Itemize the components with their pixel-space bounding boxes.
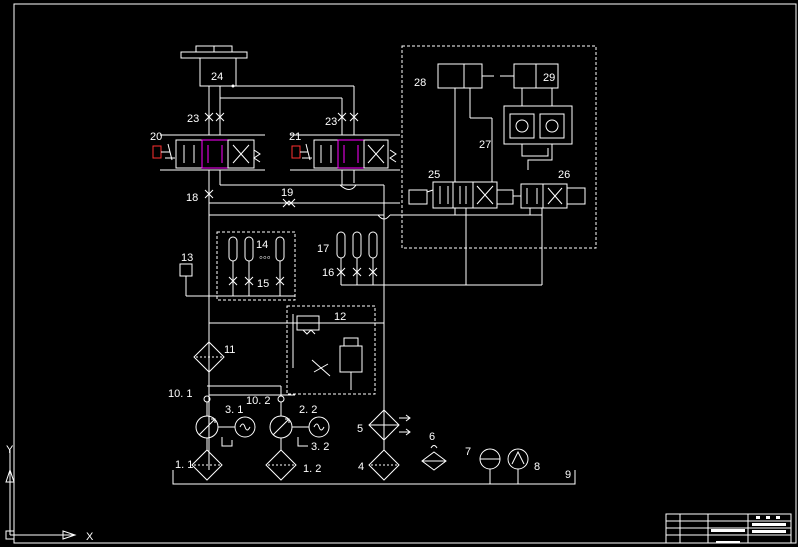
reservoir-9 xyxy=(172,470,576,485)
directional-valve-21 xyxy=(290,134,400,171)
label-3-1: 3. 1 xyxy=(225,404,243,416)
level-gauge-7 xyxy=(479,448,501,484)
label-3-2: 3. 2 xyxy=(311,441,329,453)
label-21: 21 xyxy=(289,131,301,143)
cylinder-28 xyxy=(437,63,494,89)
drawing-border xyxy=(13,3,797,544)
label-28: 28 xyxy=(414,77,426,89)
title-block xyxy=(665,513,792,544)
label-23-left: 23 xyxy=(187,113,199,125)
valve-19 xyxy=(282,198,296,208)
label-2-2: 2. 2 xyxy=(299,404,317,416)
directional-valve-20 xyxy=(152,134,265,171)
label-11: 11 xyxy=(224,344,235,356)
relief-valve-box-12 xyxy=(286,305,376,395)
label-14-dots: ◦◦◦ xyxy=(259,252,271,264)
cooler-5 xyxy=(368,409,411,441)
ucs-y-label: Y xyxy=(6,444,14,456)
pump-2-2 xyxy=(269,402,330,447)
label-17: 17 xyxy=(317,243,329,255)
label-15: 15 xyxy=(257,278,269,290)
cylinder-29 xyxy=(500,63,559,89)
label-4: 4 xyxy=(358,461,364,473)
check-valve-10-2 xyxy=(277,395,285,403)
label-24: 24 xyxy=(211,71,223,83)
label-7: 7 xyxy=(465,446,471,458)
accumulators-17 xyxy=(336,231,542,286)
label-9: 9 xyxy=(565,469,571,481)
label-5: 5 xyxy=(357,423,363,435)
thermometer-8 xyxy=(507,448,529,484)
label-14: 14 xyxy=(256,239,268,251)
accumulators-14 xyxy=(209,236,295,297)
label-1-1: 1. 1 xyxy=(175,459,193,471)
check-valve-23-right xyxy=(337,112,359,122)
unit-27-box xyxy=(401,45,597,249)
filter-4 xyxy=(368,440,400,481)
label-26: 26 xyxy=(558,169,570,181)
label-25: 25 xyxy=(428,169,440,181)
pilot-check-27 xyxy=(503,88,573,170)
filter-1-1 xyxy=(191,438,223,481)
ucs-axis-icon xyxy=(5,450,77,540)
ucs-x-label: X xyxy=(86,531,94,543)
filter-11 xyxy=(193,341,225,373)
cylinder-24 xyxy=(180,45,248,87)
relief-valve-12 xyxy=(292,314,363,390)
label-29: 29 xyxy=(543,72,555,84)
label-16: 16 xyxy=(322,267,334,279)
label-10-1: 10. 1 xyxy=(168,388,192,400)
label-13: 13 xyxy=(181,252,193,264)
label-18: 18 xyxy=(186,192,198,204)
label-20: 20 xyxy=(150,131,162,143)
directional-valve-25 xyxy=(408,181,514,209)
label-1-2: 1. 2 xyxy=(303,463,321,475)
label-12: 12 xyxy=(334,311,346,323)
label-8: 8 xyxy=(534,461,540,473)
valve-18 xyxy=(204,189,214,199)
label-27: 27 xyxy=(479,139,491,151)
heater-6 xyxy=(421,445,447,471)
label-19: 19 xyxy=(281,187,293,199)
label-10-2: 10. 2 xyxy=(246,395,270,407)
label-6: 6 xyxy=(429,431,435,443)
check-valve-23-left xyxy=(204,112,225,122)
pressure-switch-13 xyxy=(179,263,209,297)
accumulator-box-14 xyxy=(216,231,296,301)
pump-3-1 xyxy=(195,402,256,447)
filter-1-2 xyxy=(265,438,297,481)
directional-valve-26 xyxy=(513,183,586,209)
label-23-right: 23 xyxy=(325,116,337,128)
